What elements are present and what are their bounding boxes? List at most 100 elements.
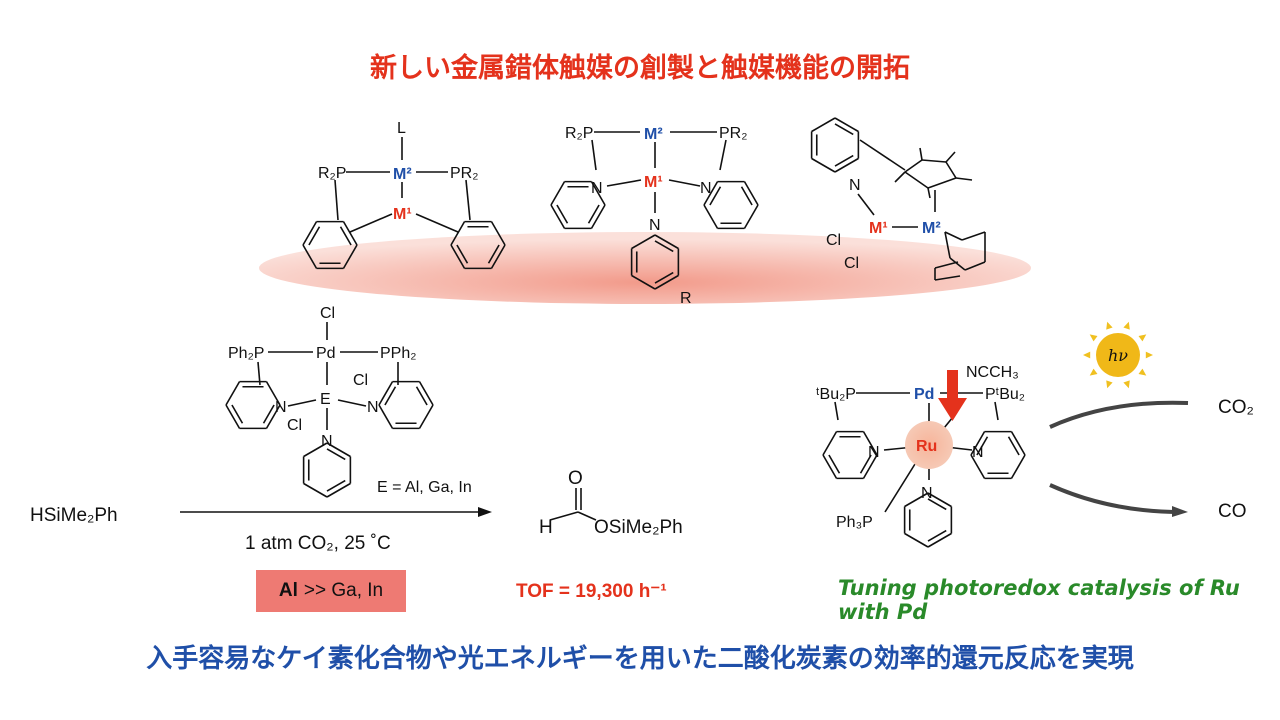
atom-N: N bbox=[275, 399, 287, 416]
bond bbox=[945, 151, 956, 163]
bond bbox=[955, 177, 973, 181]
ring-bond bbox=[550, 181, 566, 206]
cp-bond bbox=[921, 159, 947, 163]
sun-ray bbox=[1138, 368, 1147, 376]
bond bbox=[577, 511, 597, 521]
bond bbox=[934, 261, 959, 269]
ring-double-bond bbox=[556, 204, 569, 224]
ring-bond bbox=[590, 181, 606, 206]
ring-bond bbox=[1010, 454, 1026, 479]
ring-bond bbox=[927, 532, 952, 548]
ring-bond bbox=[302, 221, 318, 246]
ring-double-bond bbox=[834, 154, 854, 167]
bond bbox=[287, 399, 317, 407]
red-down-arrow-icon bbox=[938, 370, 967, 421]
atom-E: E bbox=[320, 391, 331, 408]
atom-Cl: Cl bbox=[320, 305, 335, 322]
atom-N: N bbox=[921, 485, 933, 502]
ring-bond bbox=[450, 244, 466, 269]
atom-N: N bbox=[868, 444, 880, 461]
bond bbox=[857, 193, 875, 216]
sun-ray bbox=[1145, 351, 1153, 359]
cp-bond bbox=[904, 159, 923, 173]
atom-PPh2: PPh₂ bbox=[380, 345, 416, 362]
ring-bond bbox=[834, 157, 859, 173]
ring-bond bbox=[265, 404, 281, 429]
atom-Ph2P: Ph₂P bbox=[228, 345, 264, 362]
sun-ray bbox=[1106, 321, 1113, 330]
ring-bond bbox=[743, 181, 759, 206]
atom-N: N bbox=[700, 180, 712, 197]
bond bbox=[994, 401, 999, 421]
curved-arrow-to-co2 bbox=[1049, 400, 1189, 429]
bond-lines bbox=[180, 117, 1026, 548]
atom-Ph3P: Ph₃P bbox=[836, 514, 873, 531]
pd-ru-complex: ᵗBu₂P Pd PᵗBu₂ NCCH₃ Ru N N N Ph₃P bbox=[816, 364, 1025, 531]
substrate: HSiMe₂Ph bbox=[30, 505, 118, 526]
ring-bond bbox=[378, 381, 394, 406]
ring-bond bbox=[862, 454, 878, 479]
ring-double-bond bbox=[654, 240, 674, 253]
ring-double-bond bbox=[834, 123, 854, 136]
ring-bond bbox=[904, 532, 929, 548]
ring-bond bbox=[225, 381, 241, 406]
atom-R2P: R₂P bbox=[318, 165, 346, 182]
atom-tBu2P: ᵗBu₂P bbox=[816, 386, 856, 403]
atom-NCCH3: NCCH₃ bbox=[966, 364, 1019, 381]
bond bbox=[337, 399, 367, 407]
bond bbox=[719, 139, 727, 171]
ring-double-bond bbox=[587, 204, 600, 224]
ring-bond bbox=[303, 442, 328, 458]
ring-bond bbox=[1010, 431, 1026, 456]
bond bbox=[834, 401, 839, 421]
atom-PtBu2: PᵗBu₂ bbox=[985, 386, 1025, 403]
ring-bond bbox=[450, 221, 466, 246]
conclusion-text: 入手容易なケイ素化合物や光エネルギーを用いた二酸化炭素の効率的還元反応を実現 bbox=[146, 644, 1134, 674]
bond bbox=[606, 179, 642, 187]
ring-bond bbox=[418, 381, 434, 406]
ring-double-bond bbox=[1007, 436, 1020, 456]
ring-double-bond bbox=[262, 404, 275, 424]
ring-bond bbox=[631, 274, 656, 290]
ring-double-bond bbox=[740, 186, 753, 206]
conditions: 1 atm CO₂, 25 ˚C bbox=[245, 533, 391, 554]
ring-bond bbox=[927, 492, 952, 508]
pd-e-catalyst: Cl Ph₂P Pd PPh₂ E N N N Cl Cl E = Al, Ga… bbox=[228, 305, 472, 496]
ring-bond bbox=[904, 492, 929, 508]
ring-double-bond bbox=[487, 244, 500, 264]
ring-bond bbox=[970, 454, 986, 479]
atom-H: H bbox=[539, 517, 553, 538]
metal-M1: M¹ bbox=[869, 220, 888, 237]
bond bbox=[859, 139, 906, 171]
atom-R: R bbox=[680, 290, 692, 307]
ring-double-bond bbox=[859, 454, 872, 474]
sun-ray bbox=[1083, 351, 1091, 359]
bond bbox=[591, 139, 597, 171]
ring-bond bbox=[822, 454, 838, 479]
cp-bond bbox=[927, 177, 957, 189]
scaffold-platform bbox=[259, 232, 1031, 304]
ring-bond bbox=[822, 431, 838, 456]
ring-bond bbox=[342, 244, 358, 269]
ring-bond bbox=[703, 204, 719, 229]
ring-bond bbox=[265, 381, 281, 406]
sun-ray bbox=[1138, 334, 1147, 342]
ring-double-bond bbox=[339, 226, 352, 246]
ring-double-bond bbox=[976, 436, 989, 456]
metal-Pd: Pd bbox=[914, 386, 934, 403]
atom-Cl: Cl bbox=[287, 417, 302, 434]
tof-value: TOF = 19,300 h⁻¹ bbox=[516, 581, 667, 602]
wedge-bond bbox=[884, 455, 921, 513]
ring-double-bond bbox=[927, 529, 947, 542]
sun-ray bbox=[1089, 368, 1098, 376]
metal-M2: M² bbox=[393, 166, 412, 183]
ring-double-bond bbox=[384, 386, 397, 406]
metal-Ru: Ru bbox=[916, 438, 937, 455]
product: O H OSiMe₂Ph bbox=[539, 468, 683, 538]
ring-bond bbox=[378, 404, 394, 429]
scaffold-3: N M¹ M² Cl Cl bbox=[826, 177, 941, 272]
ring-bond bbox=[342, 221, 358, 246]
ring-double-bond bbox=[927, 498, 947, 511]
metal-Pd: Pd bbox=[316, 345, 336, 362]
selectivity-box: Al>> Ga, In bbox=[256, 570, 406, 612]
